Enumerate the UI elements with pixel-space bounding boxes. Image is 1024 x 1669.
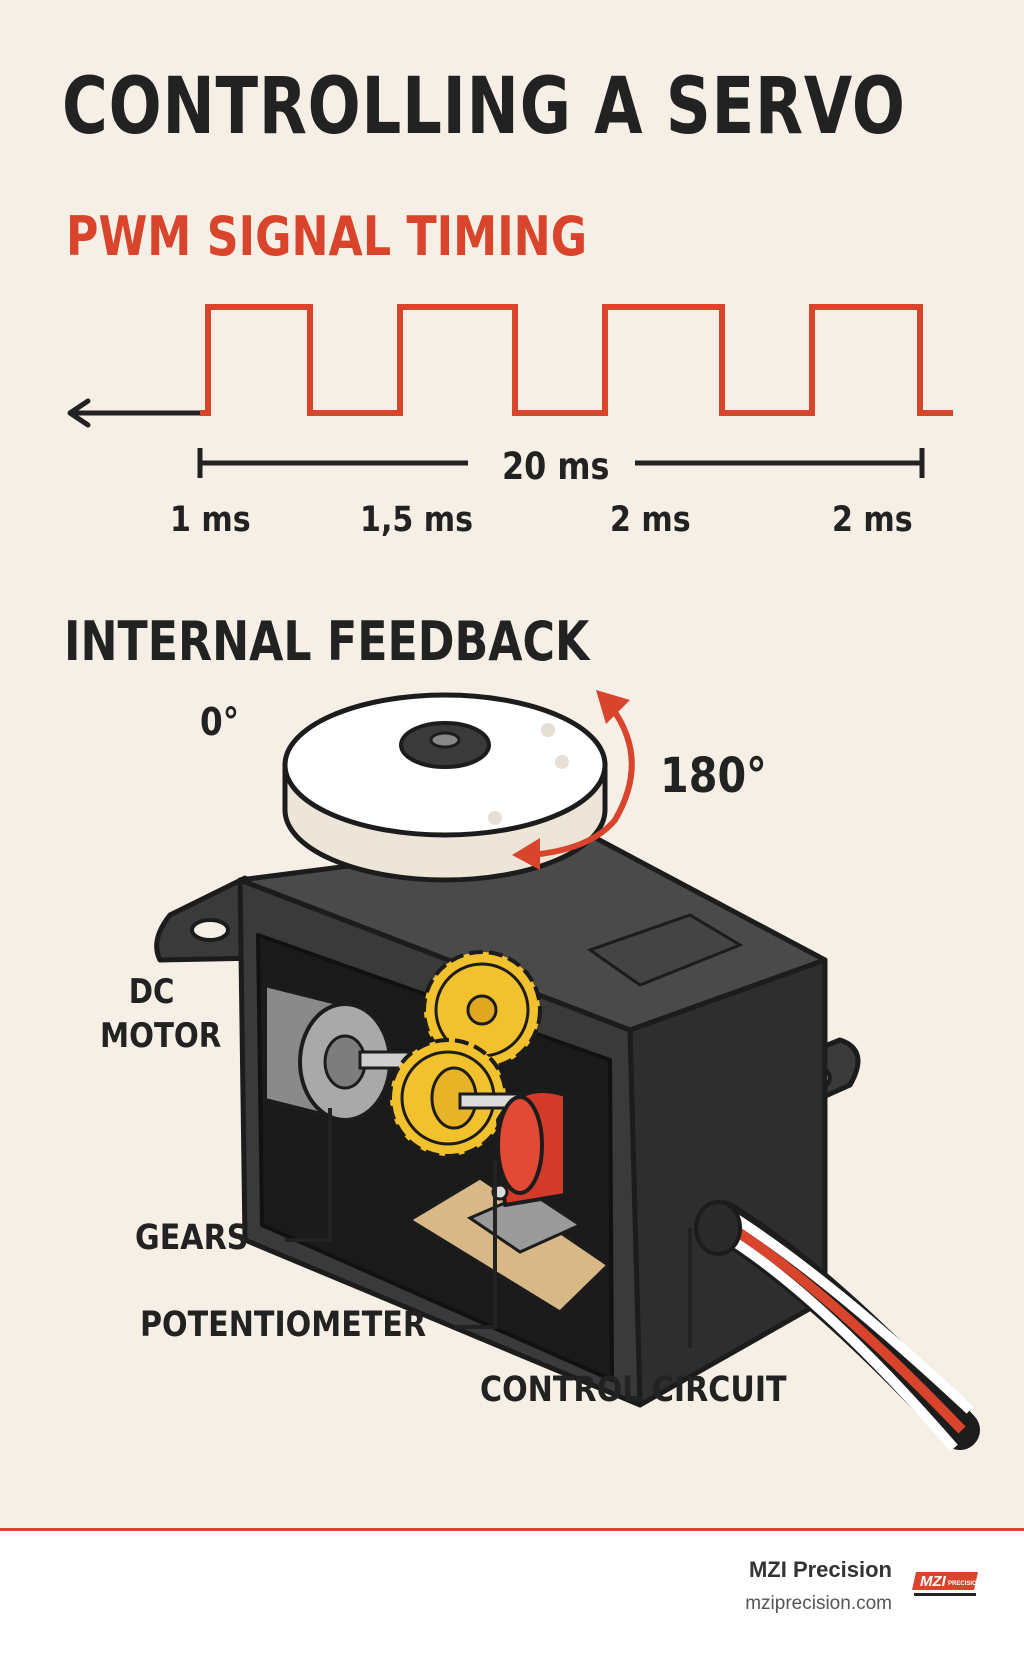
potentiometer-leader <box>455 1160 497 1329</box>
angle-max-label: 180° <box>660 748 767 804</box>
pwm-diagram <box>67 304 953 478</box>
brand-logo: MZI PRECISION <box>912 1572 981 1596</box>
pulse-label-4: 2 ms <box>832 500 913 540</box>
gears-leader <box>285 1108 332 1242</box>
gear-lower <box>388 1038 524 1158</box>
pulse-label-2: 1,5 ms <box>360 500 474 540</box>
rotation-arrow <box>512 690 635 870</box>
feedback-section-title: INTERNAL FEEDBACK <box>64 610 590 673</box>
pulse-label-1: 1 ms <box>170 500 251 540</box>
servo-illustration <box>154 690 980 1452</box>
servo-cable <box>702 1200 980 1452</box>
motor-label: DC MOTOR <box>100 972 222 1056</box>
control-circuit-label: CONTROL CIRCUIT <box>480 1370 787 1410</box>
pulse-label-3: 2 ms <box>610 500 691 540</box>
pwm-waveform <box>200 304 953 416</box>
page-title: CONTROLLING A SERVO <box>62 62 906 152</box>
period-ruler <box>197 448 925 478</box>
period-label: 20 ms <box>502 445 610 488</box>
gears-label: GEARS <box>135 1218 249 1258</box>
logo-subtext: PRECISION <box>948 1581 981 1587</box>
brand-url[interactable]: mziprecision.com <box>745 1593 892 1614</box>
gear-upper <box>422 950 542 1070</box>
potentiometer <box>466 1088 584 1254</box>
servo-side <box>627 957 828 1408</box>
time-arrow <box>67 398 200 428</box>
potentiometer-label: POTENTIOMETER <box>140 1305 427 1345</box>
angle-min-label: 0° <box>200 700 240 744</box>
dc-motor <box>263 982 412 1123</box>
footer <box>0 1528 1024 1669</box>
brand-name: MZI Precision <box>748 1557 892 1582</box>
logo-text: MZI <box>920 1573 947 1590</box>
pwm-section-title: PWM SIGNAL TIMING <box>66 205 588 268</box>
